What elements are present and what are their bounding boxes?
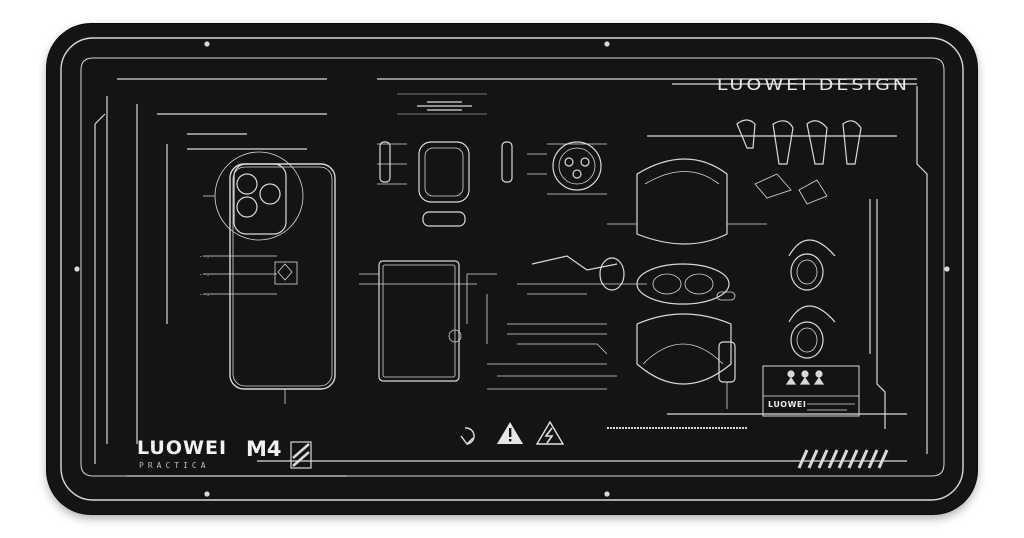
electric-hazard-icon [535,420,565,445]
svg-text:--.-: --.- [199,291,213,298]
logo-subtitle: PRACTICA [139,461,210,470]
blueprint-artwork: --.- --.- --.- [60,37,964,501]
model-label: M4 [246,437,282,461]
recycle-icon [460,427,475,446]
brand-title: LUOWEI DESIGN [716,75,910,95]
logo-wordmark: LUOWEI [137,437,228,459]
tag-label: LUOWEI [768,400,807,409]
svg-text:--.-: --.- [199,253,213,260]
desk-mat: --.- --.- --.- [47,24,977,514]
svg-text:--.-: --.- [199,271,213,278]
warning-triangle-icon [497,422,523,444]
